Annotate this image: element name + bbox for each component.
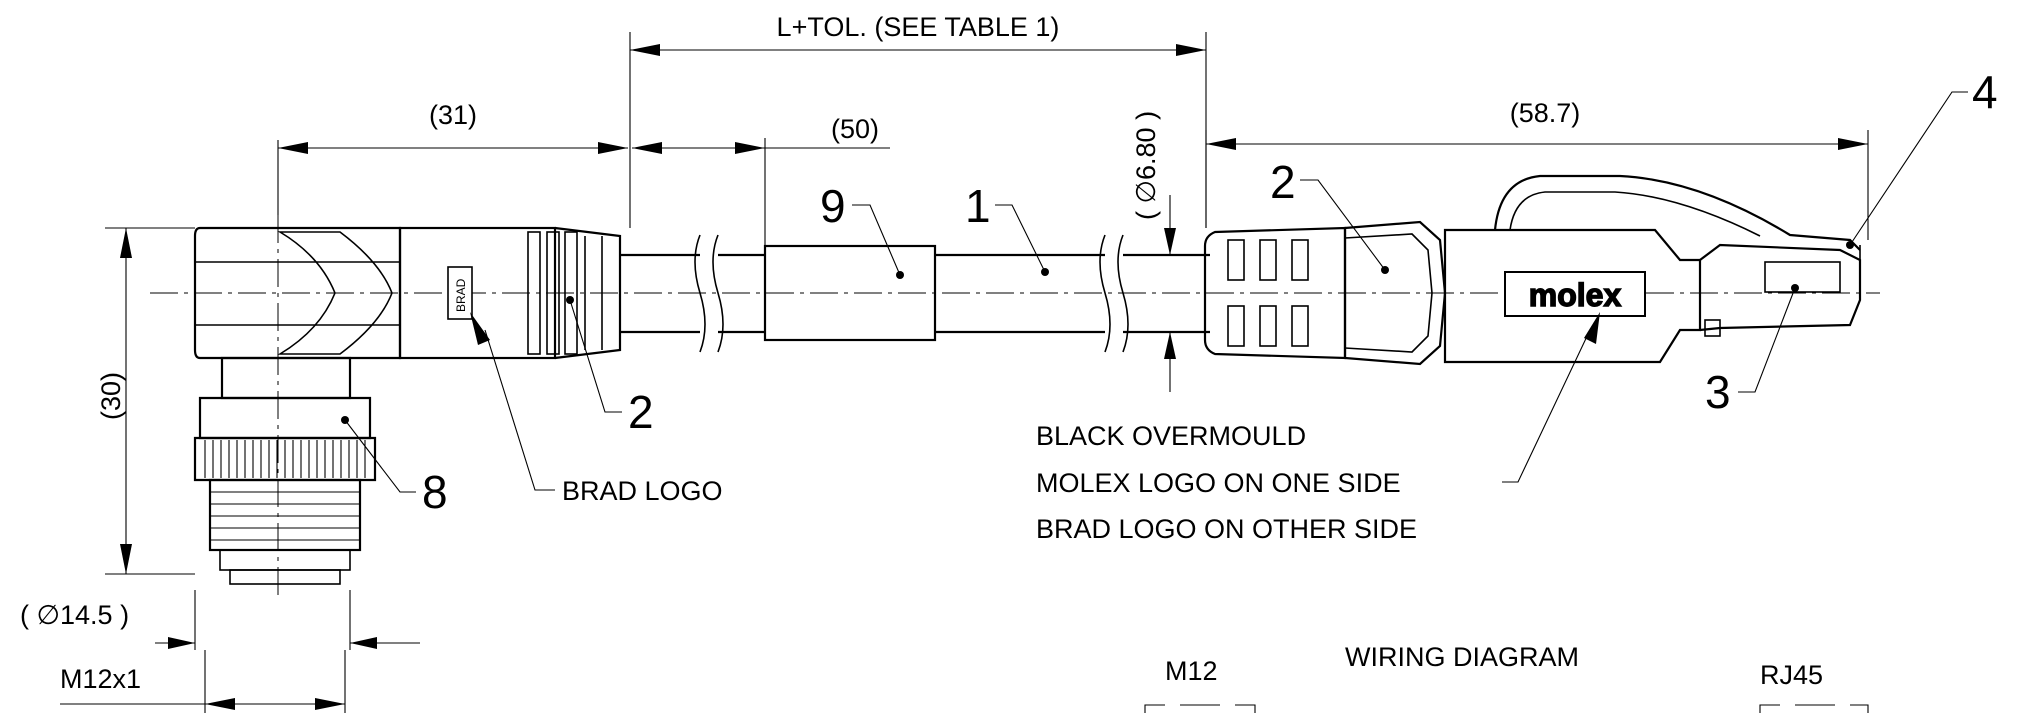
callout-8: 8 [341,416,448,518]
dim-length: L+TOL. (SEE TABLE 1) [629,12,1207,228]
dim-m12-length: (31) [277,100,628,215]
wiring-diagram: WIRING DIAGRAM M12 RJ45 [1144,642,1869,713]
svg-text:BRAD LOGO: BRAD LOGO [562,476,723,506]
cable [620,234,1210,353]
knurling [204,440,366,478]
dim-thread: M12x1 [60,650,346,713]
rj45-connector: molex [1203,174,1862,366]
svg-text:9: 9 [820,180,846,232]
dim-rj45-length: (58.7) [1205,98,1869,240]
dim-cable-diameter: ( ∅6.80 ) [1131,111,1176,392]
m12-connector: BRAD [193,215,622,600]
svg-text:8: 8 [422,466,448,518]
svg-text:WIRING DIAGRAM: WIRING DIAGRAM [1345,642,1579,672]
svg-text:BLACK OVERMOULD: BLACK OVERMOULD [1036,421,1306,451]
callout-9: 9 [820,180,904,279]
dim-nut-diameter: ( ∅14.5 ) [20,590,420,650]
svg-text:(58.7): (58.7) [1510,98,1581,128]
molex-logo: molex [1504,271,1646,317]
svg-text:(31): (31) [429,100,477,130]
svg-text:L+TOL. (SEE TABLE 1): L+TOL. (SEE TABLE 1) [777,12,1060,42]
callout-2-m12: 2 [566,296,654,438]
svg-text:BRAD: BRAD [454,278,468,312]
svg-text:( ∅6.80 ): ( ∅6.80 ) [1131,111,1161,220]
note-brad-logo: BRAD LOGO [470,312,723,506]
svg-text:molex: molex [1529,277,1622,313]
note-overmould: BLACK OVERMOULD MOLEX LOGO ON ONE SIDE B… [1036,312,1600,544]
svg-text:M12x1: M12x1 [60,664,141,694]
svg-text:M12: M12 [1165,656,1218,686]
svg-text:2: 2 [628,386,654,438]
heatshrink-sleeve [763,244,937,342]
callout-3: 3 [1705,284,1799,418]
dim-sleeve: (50) [632,114,890,245]
svg-text:(50): (50) [831,114,879,144]
svg-text:RJ45: RJ45 [1760,660,1823,690]
callout-1: 1 [965,180,1049,276]
svg-text:3: 3 [1705,366,1731,418]
svg-text:MOLEX LOGO ON ONE SIDE: MOLEX LOGO ON ONE SIDE [1036,468,1401,498]
callout-2-rj45: 2 [1270,156,1389,274]
svg-text:( ∅14.5 ): ( ∅14.5 ) [20,600,129,630]
svg-text:BRAD LOGO ON OTHER SIDE: BRAD LOGO ON OTHER SIDE [1036,514,1417,544]
dim-height: (30) [96,227,195,575]
svg-text:1: 1 [965,180,991,232]
brad-logo-icon: BRAD [447,266,473,320]
callout-4: 4 [1846,66,1998,249]
svg-text:2: 2 [1270,156,1296,208]
svg-text:(30): (30) [96,372,126,420]
svg-text:4: 4 [1972,66,1998,118]
